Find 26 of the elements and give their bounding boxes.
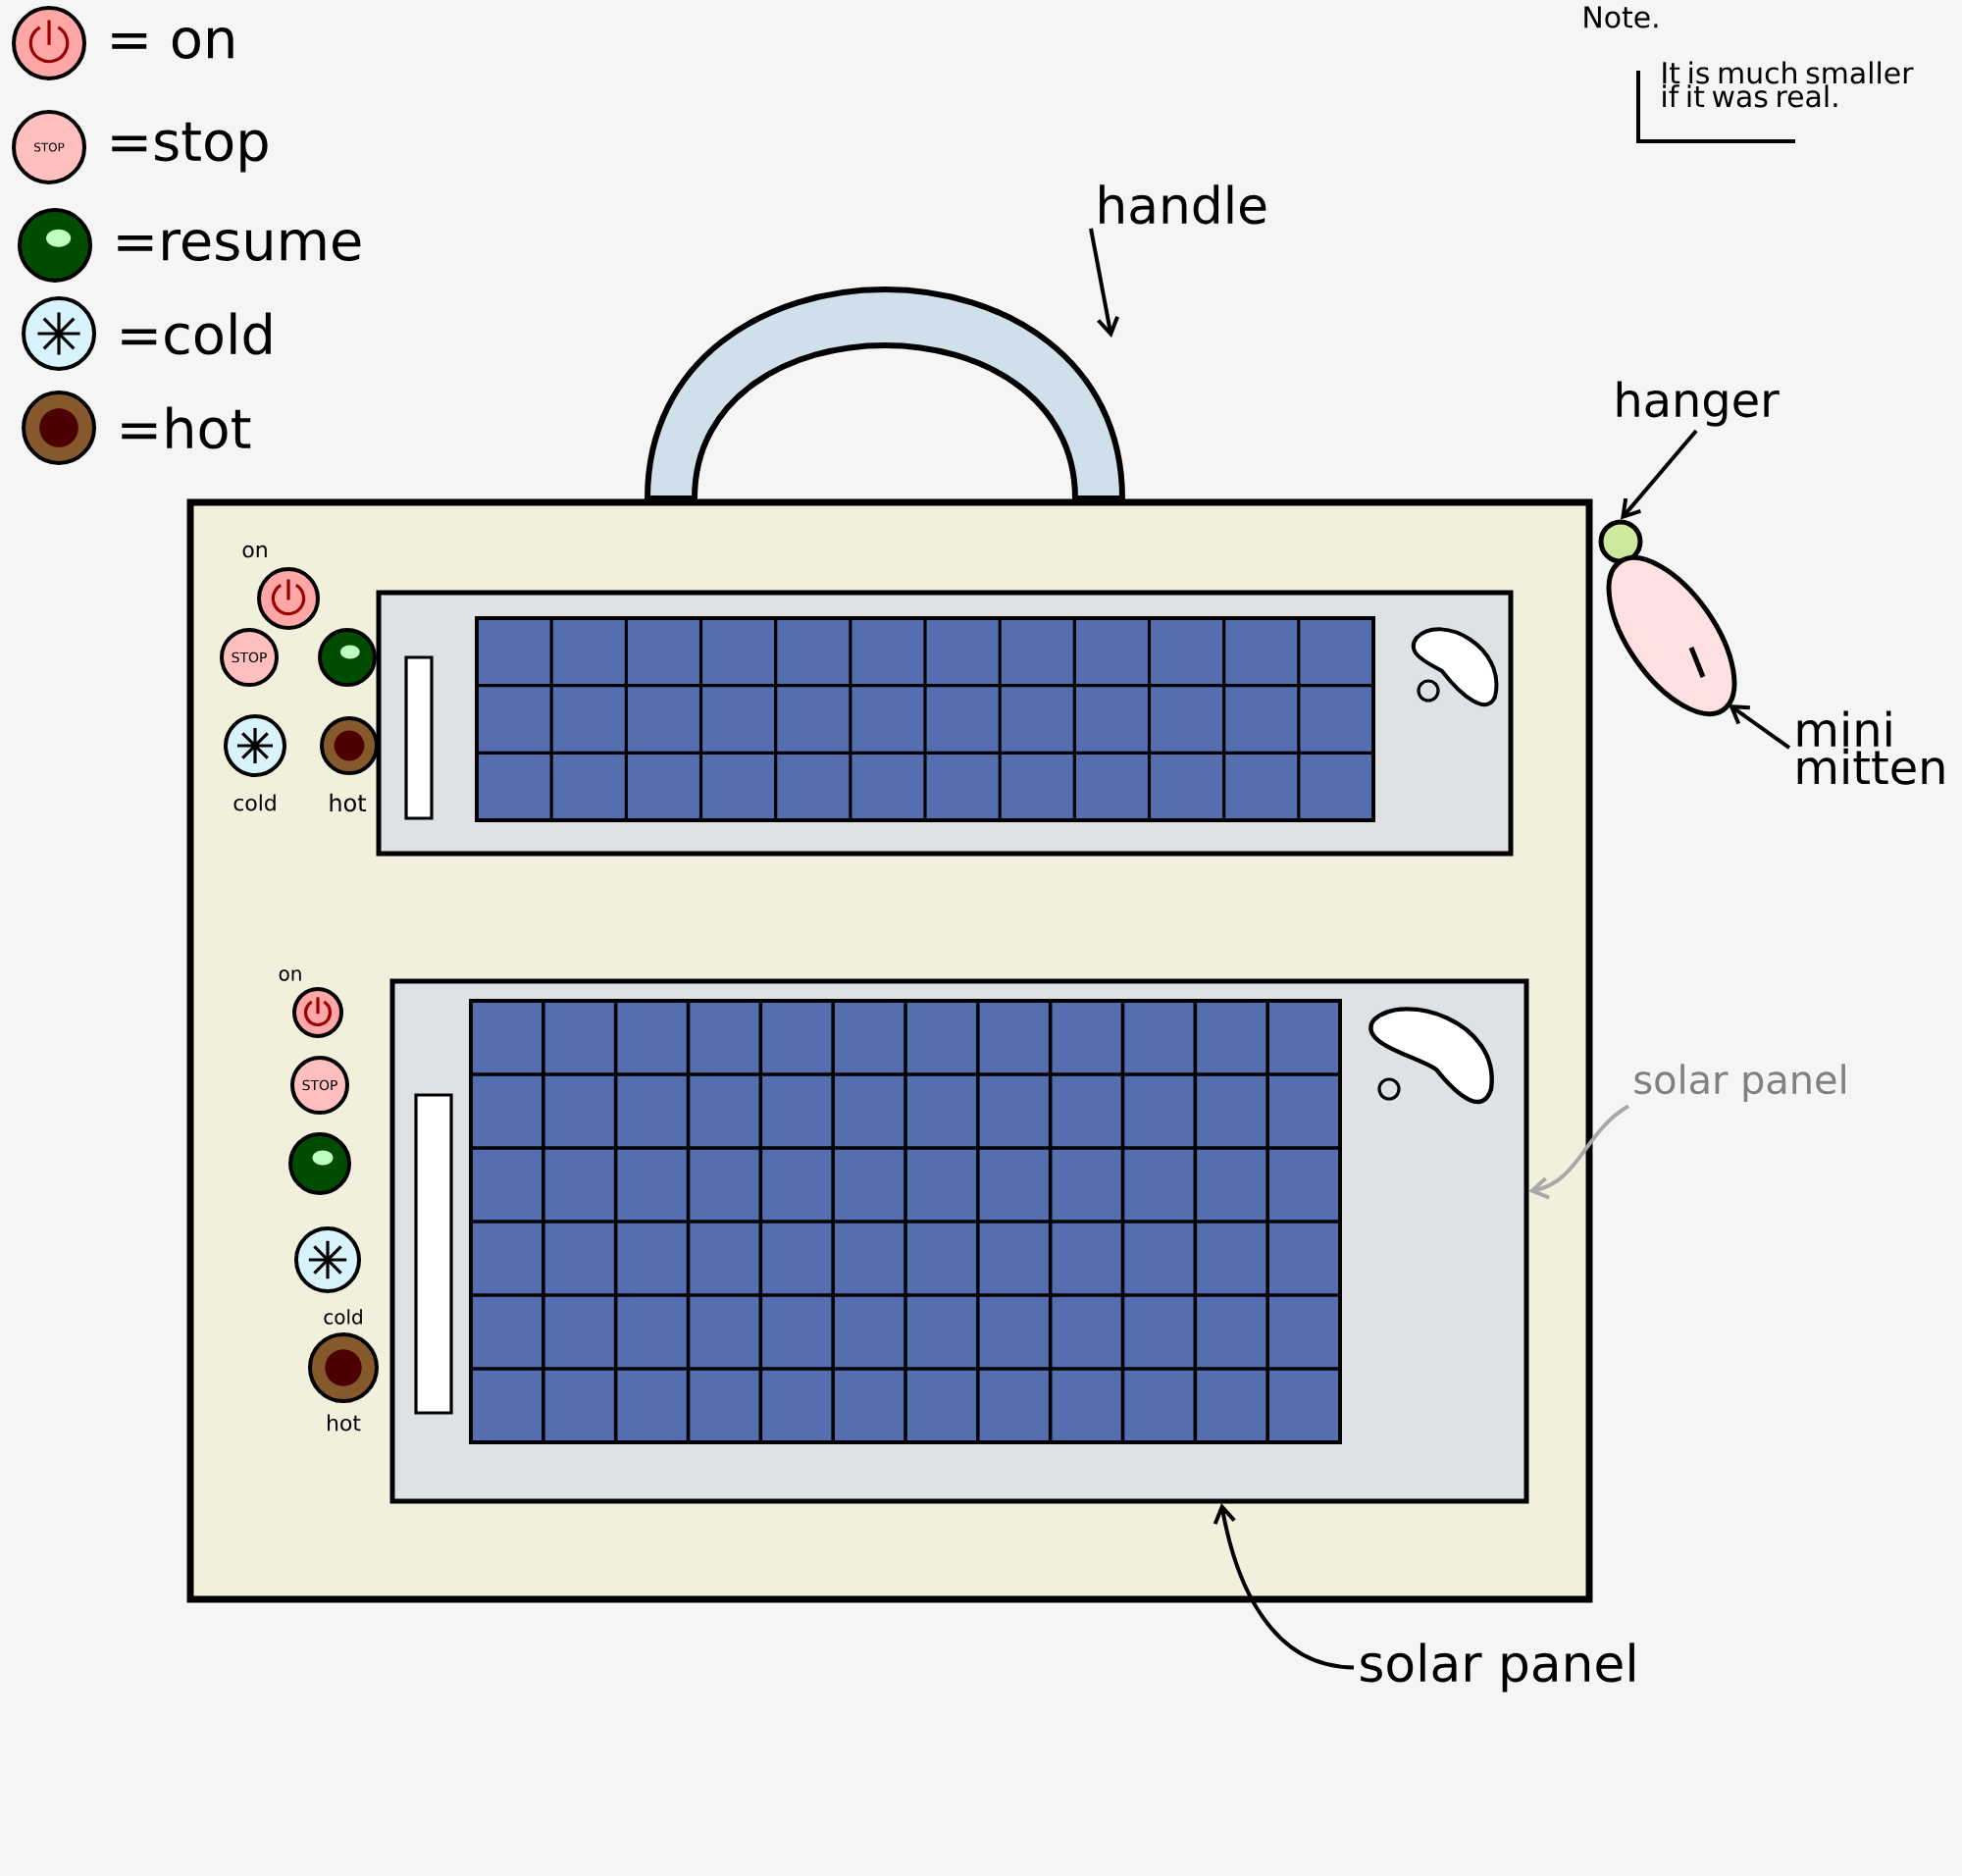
arrow — [1089, 228, 1119, 338]
legend-text: =cold — [122, 312, 271, 355]
solar-panel-drawing — [389, 978, 1529, 1504]
button-label: cold — [324, 1309, 362, 1325]
callout-text: solar panel — [1361, 1642, 1634, 1693]
note-text: It is much smaller if it was real. — [1663, 61, 1914, 108]
callout-text: mini mitten — [1797, 710, 1944, 785]
mitten-drawing — [1606, 555, 1737, 716]
legend-text: =resume — [118, 230, 361, 261]
legend-text: =stop — [112, 122, 268, 173]
button-label: hot — [328, 1414, 361, 1432]
legend-text: =hot — [122, 406, 251, 449]
button-label: cold — [233, 794, 276, 811]
note-text: Note. — [1584, 6, 1658, 28]
callout-text: solar panel — [1634, 1064, 1845, 1102]
callout-text: hanger — [1617, 381, 1780, 427]
button-label: hot — [330, 793, 367, 812]
arrow — [1621, 429, 1698, 520]
legend-text: = on — [112, 27, 233, 59]
button-label: on — [242, 545, 267, 558]
handle-drawing — [645, 287, 1125, 501]
button-label: on — [279, 969, 301, 981]
arrow — [1213, 1503, 1355, 1670]
arrow — [1528, 1104, 1630, 1200]
callout-text: handle — [1100, 184, 1266, 225]
arrow — [1729, 704, 1791, 750]
